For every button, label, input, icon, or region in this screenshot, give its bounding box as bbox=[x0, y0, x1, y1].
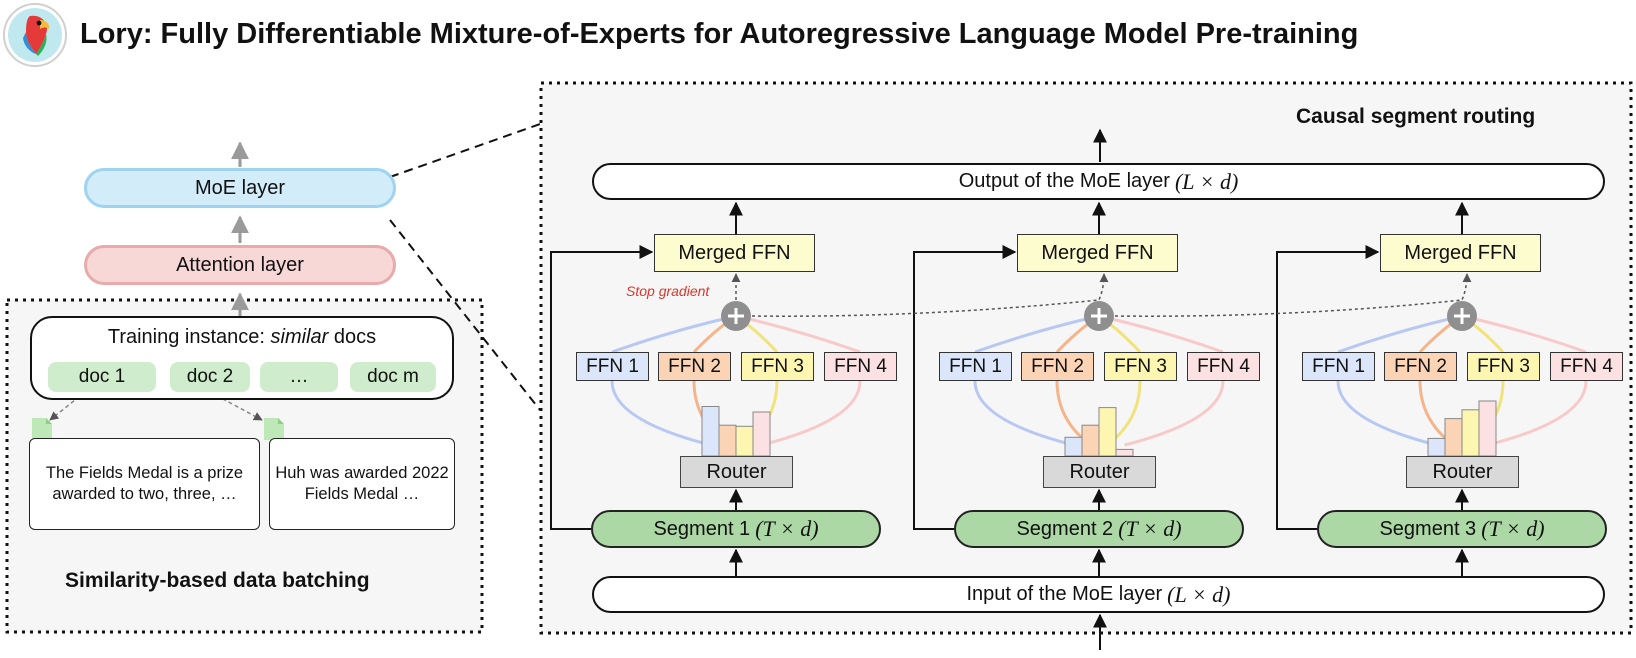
ffn-1-col-3: FFN 1 bbox=[1302, 352, 1375, 381]
router-weight-bar-1-4 bbox=[752, 411, 771, 457]
ffn-to-bar-line-3-4 bbox=[1487, 380, 1588, 447]
router-2: Router bbox=[1043, 456, 1156, 488]
router-weight-bar-3-4 bbox=[1478, 400, 1497, 457]
training-instance-box: Training instance: similar docs doc 1 do… bbox=[30, 316, 454, 400]
dotted-arc-1-to-2 bbox=[751, 273, 1109, 317]
merged-ffn-2: Merged FFN bbox=[1017, 234, 1178, 272]
segment-3-dims: (T × d) bbox=[1481, 516, 1545, 541]
ffn-2-col-3: FFN 2 bbox=[1384, 352, 1457, 381]
stop-gradient-label: Stop gradient bbox=[626, 283, 710, 299]
router-weight-bar-2-4 bbox=[1115, 448, 1134, 457]
doc-chip-2: doc 2 bbox=[170, 362, 250, 392]
zoom-line-bottom bbox=[389, 219, 541, 411]
attention-layer-box: Attention layer bbox=[84, 245, 396, 285]
ffn-3-col-3: FFN 3 bbox=[1467, 352, 1540, 381]
router-weight-bar-1-1 bbox=[701, 406, 720, 457]
segment-1-label: Segment 1 bbox=[653, 517, 751, 540]
router-weight-bar-3-1 bbox=[1427, 437, 1446, 457]
routing-section-label: Causal segment routing bbox=[1296, 105, 1536, 128]
page-title: Lory: Fully Differentiable Mixture-of-Ex… bbox=[80, 18, 1359, 50]
dotted-arc-2-to-3 bbox=[1114, 273, 1472, 317]
ffn-3-col-2: FFN 3 bbox=[1104, 352, 1177, 381]
ffn-4-col-1: FFN 4 bbox=[824, 352, 897, 381]
ffn-to-bar-line-3-1 bbox=[1336, 380, 1437, 447]
moe-input-box: Input of the MoE layer(L × d) bbox=[592, 576, 1605, 613]
ffn-4-col-2: FFN 4 bbox=[1187, 352, 1260, 381]
router-weight-bar-2-1 bbox=[1064, 436, 1083, 457]
merged-ffn-3: Merged FFN bbox=[1380, 234, 1541, 272]
segment-to-merged-loop-1 bbox=[550, 245, 654, 530]
zoom-line-top bbox=[389, 123, 541, 178]
moe-output-box: Output of the MoE layer(L × d) bbox=[592, 163, 1605, 200]
output-dims: (L × d) bbox=[1174, 168, 1239, 194]
router-3: Router bbox=[1406, 456, 1519, 488]
doc-chip-1: doc 1 bbox=[48, 362, 156, 392]
doc-chip-ellipsis: … bbox=[260, 362, 338, 392]
ffn-2-col-1: FFN 2 bbox=[658, 352, 731, 381]
page-icon-1-fold bbox=[46, 418, 52, 424]
ffn-2-col-2: FFN 2 bbox=[1021, 352, 1094, 381]
merged-ffn-1: Merged FFN bbox=[654, 234, 815, 272]
doc-text-2: Huh was awarded 2022 Fields Medal … bbox=[269, 438, 455, 530]
page-icon-2-fold bbox=[278, 418, 284, 424]
doc-chip-m: doc m bbox=[350, 362, 436, 392]
ffn-1-col-1: FFN 1 bbox=[576, 352, 649, 381]
batching-section-label: Similarity-based data batching bbox=[65, 569, 370, 592]
router-weight-bar-3-2 bbox=[1444, 418, 1463, 457]
parrot-logo-icon bbox=[3, 3, 67, 67]
ffn-1-col-2: FFN 1 bbox=[939, 352, 1012, 381]
segment-2-label: Segment 2 bbox=[1016, 517, 1114, 540]
router-weight-bar-1-2 bbox=[718, 424, 737, 457]
ffn-to-bar-line-2-1 bbox=[973, 380, 1074, 447]
router-weight-bar-3-3 bbox=[1461, 409, 1480, 457]
router-weight-bar-1-3 bbox=[735, 425, 754, 457]
ffn-to-bar-line-1-1 bbox=[610, 380, 711, 447]
segment-1-dims: (T × d) bbox=[755, 516, 819, 541]
segment-2-dims: (T × d) bbox=[1118, 516, 1182, 541]
doc-text-1: The Fields Medal is a prize awarded to t… bbox=[29, 438, 260, 530]
ffn-to-bar-line-1-4 bbox=[761, 380, 862, 447]
ffn-4-col-3: FFN 4 bbox=[1550, 352, 1623, 381]
segment-to-merged-loop-3 bbox=[1276, 245, 1380, 530]
moe-input-label: Input of the MoE layer bbox=[966, 583, 1163, 605]
input-dims: (L × d) bbox=[1167, 581, 1231, 607]
segment-1: Segment 1(T × d) bbox=[591, 510, 881, 548]
segment-3: Segment 3(T × d) bbox=[1317, 510, 1607, 548]
ffn-3-col-1: FFN 3 bbox=[741, 352, 814, 381]
ffn-to-bar-line-2-4 bbox=[1124, 380, 1225, 447]
segment-to-merged-loop-2 bbox=[913, 245, 1017, 530]
router-1: Router bbox=[680, 456, 793, 488]
router-weight-bar-2-2 bbox=[1081, 424, 1100, 457]
segment-2: Segment 2(T × d) bbox=[954, 510, 1244, 548]
moe-output-label: Output of the MoE layer bbox=[958, 170, 1170, 192]
segment-3-label: Segment 3 bbox=[1379, 517, 1477, 540]
training-instance-label: Training instance: similar docs bbox=[107, 326, 377, 348]
moe-layer-box: MoE layer bbox=[84, 168, 396, 208]
router-weight-bar-2-3 bbox=[1098, 407, 1117, 457]
